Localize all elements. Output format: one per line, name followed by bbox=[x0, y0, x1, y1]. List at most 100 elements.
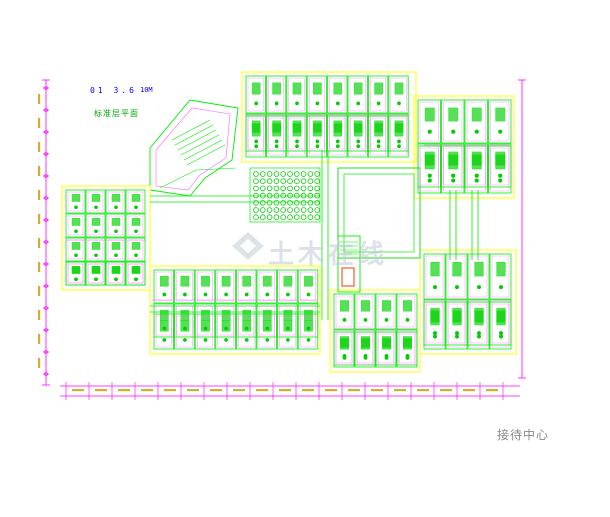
fixture-icon bbox=[134, 277, 138, 282]
tree-icon bbox=[259, 192, 266, 199]
dimension-mark bbox=[38, 310, 41, 320]
bed-icon bbox=[131, 218, 141, 226]
dimension-mark bbox=[141, 389, 153, 392]
bed-icon bbox=[71, 266, 81, 274]
room bbox=[388, 115, 409, 158]
fixture-icon bbox=[315, 139, 320, 144]
room bbox=[85, 261, 106, 286]
room bbox=[488, 145, 512, 194]
fixture-icon bbox=[498, 173, 503, 178]
room bbox=[375, 293, 397, 330]
bed-icon bbox=[382, 300, 391, 312]
fixture-icon bbox=[397, 144, 401, 149]
tree-icon bbox=[300, 214, 307, 221]
room bbox=[423, 253, 446, 300]
dimension-mark bbox=[38, 118, 41, 128]
diamond-logo-icon bbox=[232, 232, 264, 260]
room bbox=[306, 115, 328, 158]
corridors bbox=[150, 150, 479, 320]
tree-icon bbox=[280, 185, 287, 192]
fixture-icon bbox=[397, 101, 401, 106]
tree-icon bbox=[314, 171, 321, 177]
tree-icon bbox=[253, 178, 259, 185]
bed-icon bbox=[201, 275, 210, 287]
bed-icon bbox=[272, 82, 281, 95]
room bbox=[85, 189, 106, 214]
fixture-icon bbox=[134, 205, 138, 210]
fixture-icon bbox=[286, 292, 290, 297]
fixture-icon bbox=[498, 178, 503, 183]
tree-icon bbox=[273, 192, 280, 199]
bed-icon bbox=[430, 262, 440, 277]
room bbox=[347, 115, 368, 158]
room bbox=[277, 313, 298, 350]
tree-icon bbox=[314, 207, 321, 213]
bed-icon bbox=[394, 123, 404, 137]
bed-icon bbox=[242, 320, 252, 332]
room bbox=[125, 261, 146, 286]
bed-icon bbox=[474, 310, 484, 326]
bed-icon bbox=[374, 123, 383, 137]
bed-icon bbox=[180, 275, 190, 287]
fixture-icon bbox=[433, 285, 437, 290]
room bbox=[286, 115, 307, 158]
bed-icon bbox=[403, 338, 412, 350]
watermark-text: 土木在线 bbox=[268, 240, 389, 270]
room bbox=[417, 99, 441, 144]
dimension-mark bbox=[371, 389, 383, 392]
fixture-icon bbox=[315, 101, 320, 106]
fixture-icon bbox=[397, 139, 401, 144]
bed-icon bbox=[251, 82, 261, 95]
axis-marker bbox=[44, 240, 48, 244]
tree-icon bbox=[280, 178, 287, 185]
dimension-mark bbox=[38, 358, 41, 368]
tree-icon bbox=[273, 207, 280, 213]
tree-icon bbox=[293, 192, 300, 199]
tree-icon bbox=[280, 171, 287, 177]
tree-icon bbox=[307, 214, 314, 221]
fixture-icon bbox=[405, 318, 410, 322]
room bbox=[396, 331, 418, 368]
bed-icon bbox=[201, 309, 210, 321]
courtyard bbox=[337, 167, 421, 259]
bed-icon bbox=[111, 218, 121, 226]
fixture-icon bbox=[356, 139, 361, 144]
bed-icon bbox=[374, 82, 383, 95]
tree-icon bbox=[287, 214, 293, 221]
bed-icon bbox=[91, 218, 101, 226]
tree-icon bbox=[259, 178, 266, 185]
fixture-icon bbox=[254, 144, 259, 149]
tree-icon bbox=[314, 192, 321, 199]
fixture-icon bbox=[295, 144, 299, 149]
room bbox=[125, 189, 146, 214]
fixture-icon bbox=[162, 292, 167, 297]
tree-icon bbox=[253, 200, 259, 206]
bottom-dimension-lines bbox=[60, 385, 520, 397]
bed-icon bbox=[471, 107, 482, 122]
fixture-icon bbox=[356, 101, 361, 106]
fixture-icon bbox=[74, 229, 78, 234]
room bbox=[367, 115, 389, 158]
tree-icon bbox=[259, 200, 266, 206]
fixture-icon bbox=[474, 173, 479, 178]
room bbox=[489, 253, 512, 300]
fixture-icon bbox=[274, 144, 279, 149]
fixture-icon bbox=[335, 144, 340, 149]
bed-icon bbox=[91, 242, 101, 250]
fixture-icon bbox=[498, 129, 503, 134]
tree-icon bbox=[273, 185, 280, 192]
room bbox=[489, 301, 512, 350]
fixture-icon bbox=[451, 129, 456, 134]
axis-marker bbox=[44, 174, 48, 178]
fixture-icon bbox=[335, 139, 340, 144]
room bbox=[256, 269, 278, 304]
tree-icon bbox=[287, 185, 293, 192]
stair-core bbox=[337, 235, 361, 293]
bed-icon bbox=[180, 309, 190, 321]
bed-icon bbox=[71, 218, 81, 226]
fixture-icon bbox=[433, 331, 437, 336]
tree-icon bbox=[300, 200, 307, 206]
tree-icon bbox=[253, 192, 259, 199]
room bbox=[105, 261, 126, 286]
